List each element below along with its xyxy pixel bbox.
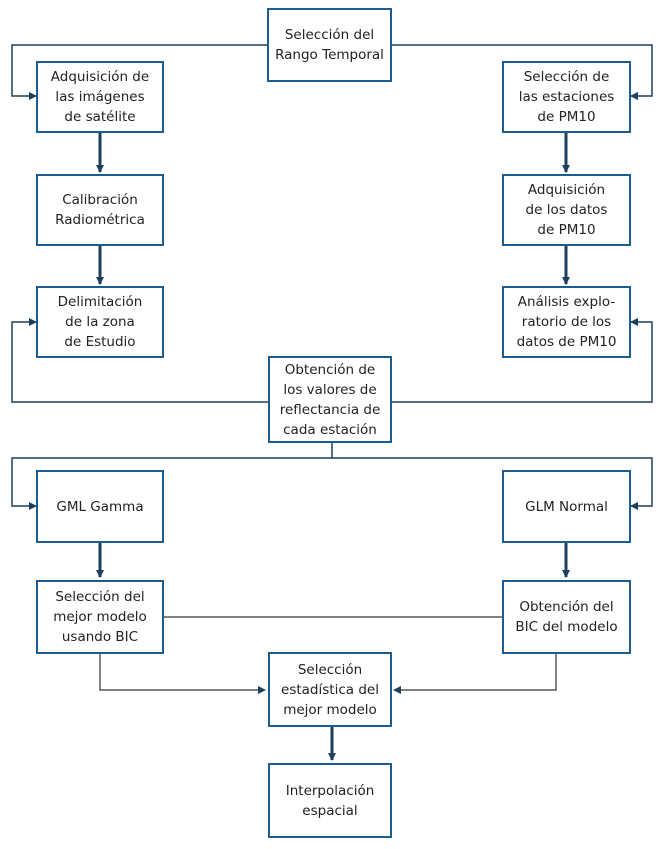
node-obtencion-reflectancia-label: Obtención de los valores de reflectancia…	[279, 361, 381, 438]
node-calibracion-label: Calibración Radiométrica	[55, 192, 145, 228]
node-rango-temporal-label: Selección del Rango Temporal	[275, 27, 384, 63]
arrow-to-glm-normal	[332, 457, 653, 510]
node-adquisicion-imagenes: Adquisición de las imágenes de satélite	[36, 61, 164, 133]
node-gml-gamma: GML Gamma	[36, 470, 164, 543]
node-obtencion-bic: Obtención del BIC del modelo	[502, 580, 631, 654]
node-seleccion-estadistica-label: Selección estadística del mejor modelo	[281, 661, 379, 718]
node-adquisicion-datos: Adquisición de los datos de PM10	[502, 174, 631, 246]
node-delimitacion: Delimitación de la zona de Estudio	[36, 286, 164, 358]
node-interpolacion: Interpolación espacial	[268, 763, 392, 838]
node-analisis-exploratorio-label: Análisis explo- ratorio de los datos de …	[516, 294, 617, 350]
node-glm-normal: GLM Normal	[502, 470, 631, 543]
node-seleccion-estadistica: Selección estadística del mejor modelo	[268, 652, 392, 727]
arrow-rango-to-estaciones	[392, 44, 653, 100]
node-glm-normal-label: GLM Normal	[525, 498, 608, 515]
node-interpolacion-label: Interpolación espacial	[285, 782, 375, 819]
node-adquisicion-imagenes-label: Adquisición de las imágenes de satélite	[50, 69, 150, 125]
node-analisis-exploratorio: Análisis explo- ratorio de los datos de …	[502, 286, 631, 358]
node-delimitacion-label: Delimitación de la zona de Estudio	[57, 294, 143, 350]
node-obtencion-bic-label: Obtención del BIC del modelo	[515, 599, 618, 635]
node-calibracion: Calibración Radiométrica	[36, 174, 164, 246]
node-obtencion-reflectancia: Obtención de los valores de reflectancia…	[268, 356, 392, 443]
node-seleccion-mejor-bic-label: Selección del mejor modelo usando BIC	[53, 589, 147, 645]
node-seleccion-estaciones-label: Selección de las estaciones de PM10	[518, 69, 615, 125]
node-rango-temporal: Selección del Rango Temporal	[267, 8, 392, 82]
arrow-bic-right-to-estadistica	[393, 654, 557, 694]
node-gml-gamma-label: GML Gamma	[56, 498, 144, 515]
node-seleccion-estaciones: Selección de las estaciones de PM10	[502, 61, 631, 133]
node-adquisicion-datos-label: Adquisición de los datos de PM10	[525, 182, 608, 238]
node-seleccion-mejor-bic: Selección del mejor modelo usando BIC	[36, 580, 164, 654]
arrow-bic-left-to-estadistica	[99, 654, 266, 694]
arrow-reflectancia-to-analisis	[392, 318, 653, 403]
arrow-to-gml-gamma	[11, 457, 332, 510]
arrow-reflectancia-to-delimitacion	[11, 318, 268, 403]
arrow-rango-to-adquisicion	[11, 44, 267, 100]
